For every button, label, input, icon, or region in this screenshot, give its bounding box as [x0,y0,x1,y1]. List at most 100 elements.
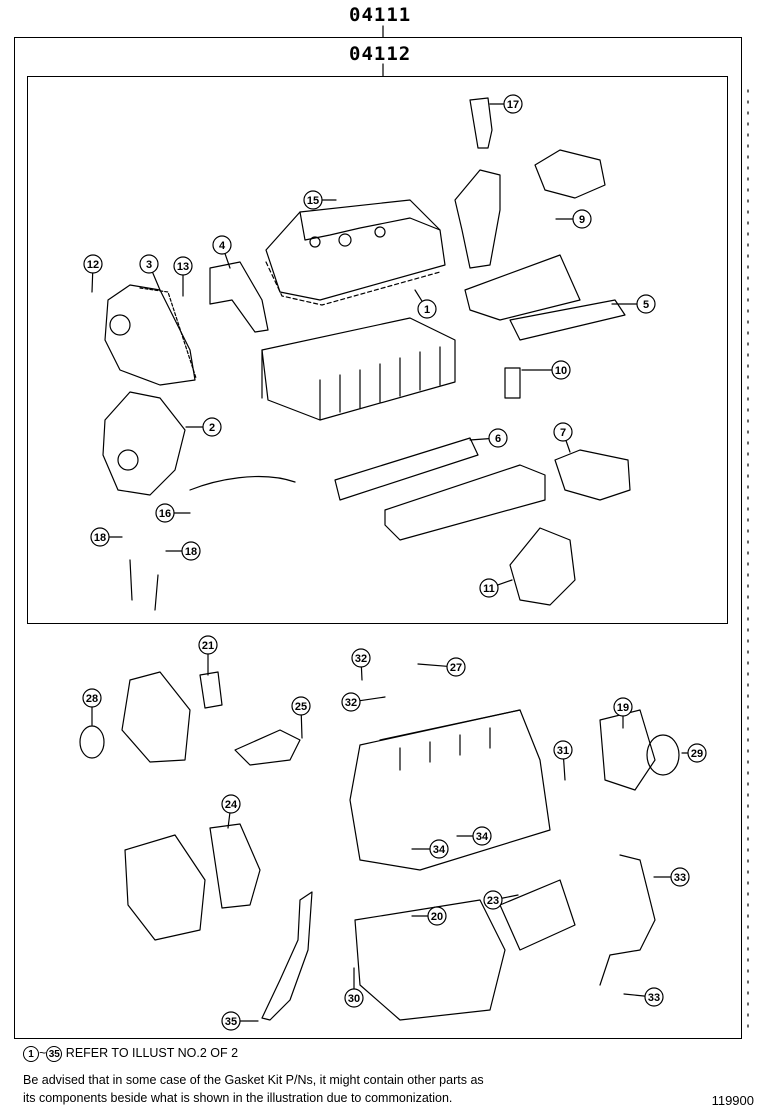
callout-leader [565,439,571,453]
intake-pipe-drawing [454,169,501,269]
callout-number: 9 [579,214,585,226]
callout-circle [83,254,103,274]
callout-c10: 10 [521,360,571,380]
rear-oil-seal-retainer-drawing [599,709,656,791]
callout-number: 33 [674,872,686,884]
callout-c9: 9 [555,209,592,229]
callout-c34a: 34 [411,839,449,859]
part-10-drawing [504,367,521,399]
callout-c18b: 18 [165,541,201,561]
callout-circle [483,890,503,910]
callout-circle [488,428,508,448]
callout-leader [359,696,386,702]
callout-c6: 6 [469,428,508,448]
water-inlet-drawing [234,729,301,766]
callout-circle [553,422,573,442]
callout-c33a: 33 [653,867,690,887]
callout-leader [417,663,448,667]
callout-leader [224,252,231,269]
illustration-number: 119900 [711,1093,754,1108]
callout-c27: 27 [417,657,466,677]
callout-c7: 7 [553,422,573,453]
oil-pipe-drawing [599,854,656,986]
callout-number: 4 [219,240,226,252]
callout-circle [181,541,201,561]
timing-cover-lower-drawing [102,391,186,496]
callout-number: 21 [202,640,214,652]
callout-number: 13 [177,261,189,273]
callout-c31: 31 [553,740,573,781]
advisory-line-1: Be advised that in some case of the Gask… [23,1073,484,1087]
exhaust-manifold-drawing [464,254,581,321]
callout-c12: 12 [83,254,103,293]
part-4-drawing [209,261,269,333]
timing-case-drawing [124,834,206,941]
callout-number: 11 [483,583,495,595]
callout-c34b: 34 [456,826,492,846]
callout-circle [479,578,499,598]
callout-leader [360,666,363,681]
callout-leader [623,993,646,997]
callout-circle [446,657,466,677]
kit-code-04111: 04111 [349,4,412,26]
callout-c23: 23 [483,890,519,910]
kit-code-04112: 04112 [349,43,412,65]
callout-c18a: 18 [90,527,123,547]
callout-c17: 17 [489,94,523,114]
callout-leader [91,272,94,293]
outer-kit-frame [14,37,742,1039]
valves-drawing [129,559,159,611]
part-17-drawing [469,97,493,149]
range-end-icon: 35 [46,1046,63,1062]
part-11-drawing [509,527,576,606]
callout-circle [90,527,110,547]
callout-number: 30 [348,993,360,1005]
callout-c28: 28 [82,688,102,726]
callout-circle [429,839,449,859]
callout-c1: 1 [414,289,437,319]
callout-leader [496,579,513,586]
callout-number: 3 [146,259,152,271]
callout-number: 27 [450,662,462,674]
callout-number: 18 [185,546,197,558]
callout-c32b: 32 [341,692,386,712]
callout-number: 32 [345,697,357,709]
part-21-drawing [199,671,223,709]
callout-c16: 16 [155,503,191,523]
exhaust-manifold-gasket-drawing [509,299,626,341]
callout-circle [636,294,656,314]
callout-c4: 4 [212,235,232,269]
advisory-line-2: its components beside what is shown in t… [23,1091,453,1105]
refer-note: 1~35 REFER TO ILLUST NO.2 OF 2 [23,1046,238,1062]
callout-number: 16 [159,508,171,520]
callout-c29: 29 [681,743,707,763]
callout-leader [469,438,490,441]
part-24-drawing [209,823,261,909]
inner-kit-frame [27,76,728,624]
callout-number: 35 [225,1016,237,1028]
callout-number: 12 [87,259,99,271]
callout-number: 31 [557,745,569,757]
range-start-icon: 1 [23,1046,39,1062]
refer-text: REFER TO ILLUST NO.2 OF 2 [65,1046,239,1060]
callout-number: 32 [355,653,367,665]
callout-circle [553,740,573,760]
wire-harness-drawing [189,475,296,491]
callout-number: 23 [487,895,499,907]
callout-circle [687,743,707,763]
callout-c3: 3 [139,254,161,291]
intake-manifold-gasket-drawing [334,437,479,501]
callout-circle [291,696,311,716]
starter-motor-drawing [499,879,576,951]
callout-circle [139,254,159,274]
callout-number: 34 [433,844,446,856]
callout-number: 15 [307,195,319,207]
callout-circle [344,988,364,1008]
callout-circle [221,1011,241,1031]
cylinder-head-cover-drawing [265,199,446,306]
callout-number: 18 [94,532,106,544]
callout-leader [227,812,231,829]
oil-pan-drawing [354,899,506,1021]
